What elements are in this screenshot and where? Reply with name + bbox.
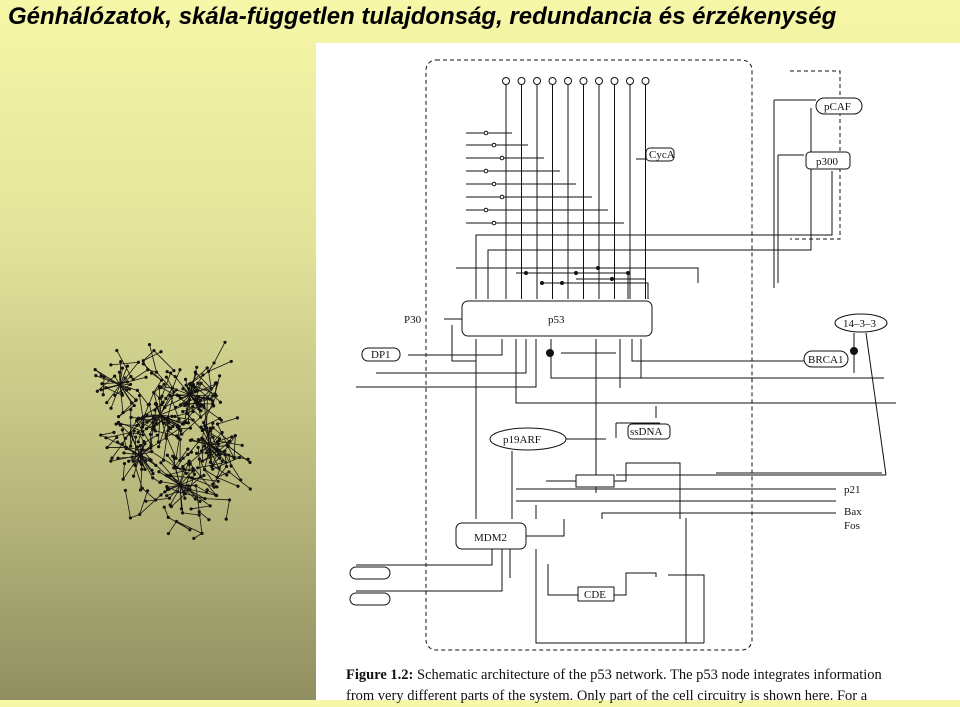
caption-line-2: from very different parts of the system.… bbox=[346, 686, 956, 707]
p53-figure-panel: p53 P30 DP1 pCAF p300 CycA 14–3–3 BRCA1 … bbox=[316, 43, 960, 700]
node-p53: p53 bbox=[548, 314, 565, 326]
node-bax: Bax bbox=[844, 506, 862, 518]
node-mdm2: MDM2 bbox=[474, 532, 507, 544]
node-pcaf: pCAF bbox=[824, 101, 851, 113]
node-cyca: CycA bbox=[649, 149, 675, 161]
node-p21: p21 bbox=[844, 484, 861, 496]
node-14-3-3: 14–3–3 bbox=[843, 318, 877, 330]
node-ssdna: ssDNA bbox=[630, 426, 662, 438]
figure-caption: Figure 1.2: Schematic architecture of th… bbox=[346, 665, 956, 707]
node-cde: CDE bbox=[584, 589, 606, 601]
node-fos: Fos bbox=[844, 520, 860, 532]
node-p300: p300 bbox=[816, 156, 839, 168]
caption-line-1: Schematic architecture of the p53 networ… bbox=[413, 667, 881, 683]
node-brca1: BRCA1 bbox=[808, 354, 843, 366]
node-p30: P30 bbox=[404, 314, 422, 326]
caption-label: Figure 1.2: bbox=[346, 667, 413, 683]
p53-network-diagram: p53 P30 DP1 pCAF p300 CycA 14–3–3 BRCA1 … bbox=[316, 43, 960, 663]
slide-title: Génhálózatok, skála-független tulajdonsá… bbox=[8, 0, 958, 34]
network-graph-image bbox=[0, 215, 345, 660]
node-dp1: DP1 bbox=[371, 349, 391, 361]
node-p19arf: p19ARF bbox=[503, 434, 541, 446]
